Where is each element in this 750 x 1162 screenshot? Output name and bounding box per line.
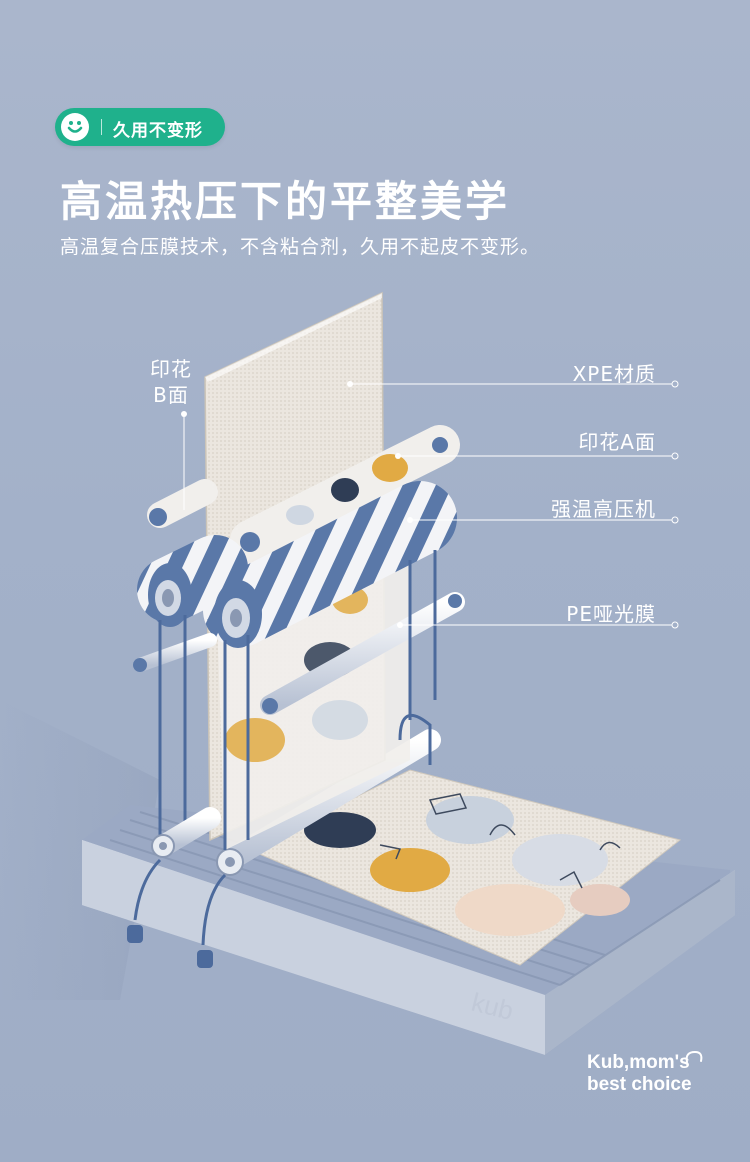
press-roller-front [203, 481, 457, 648]
feature-badge: 久用不变形 [55, 108, 225, 146]
frame-feet [127, 925, 213, 968]
smile-icon [61, 113, 89, 141]
subline: 高温复合压膜技术，不含粘合剂，久用不起皮不变形。 [60, 236, 541, 258]
badge-text: 久用不变形 [113, 121, 203, 141]
callout-end-dots [671, 380, 679, 629]
callout-print-b-line2: B面 [153, 383, 189, 407]
callout-print-b-line1: 印花 [150, 357, 192, 381]
side-roller [151, 807, 221, 858]
callout-pe: PE哑光膜 [566, 602, 656, 626]
pe-film-rod [133, 592, 465, 715]
brand-slogan: Kub,mom's best choice [587, 1050, 703, 1096]
brand-line1: Kub,mom's [587, 1052, 690, 1073]
headline: 高温热压下的平整美学 [60, 177, 511, 226]
callout-print-b: 印花 B面 [150, 356, 192, 408]
top-print-roller [230, 425, 460, 560]
callout-press: 强温高压机 [551, 497, 656, 521]
callout-xpe: XPE材质 [572, 362, 656, 386]
brand-line2: best choice [587, 1074, 692, 1095]
swirl-icon [685, 1050, 703, 1063]
ground-shadow [0, 700, 160, 1000]
print-b-roller [147, 479, 218, 528]
printed-mat [248, 769, 682, 966]
callout-lines [183, 383, 672, 626]
badge-divider [101, 119, 102, 135]
callout-dots [181, 381, 413, 628]
press-roller-back [137, 535, 248, 627]
callout-print-a: 印花A面 [578, 430, 656, 454]
